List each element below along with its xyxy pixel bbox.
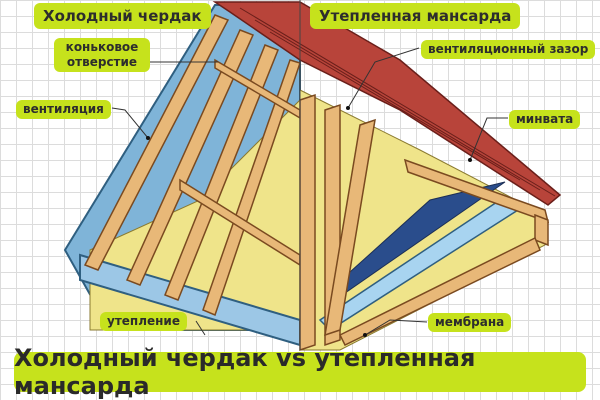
pointer-lines <box>111 47 508 336</box>
label-insulation: утепление <box>100 312 187 331</box>
title-cold-attic: Холодный чердак <box>34 3 211 29</box>
label-membrane: мембрана <box>428 313 512 332</box>
roof-tile-lines <box>239 7 556 197</box>
label-mineral-wool: минвата <box>509 110 581 129</box>
title-insulated-attic: Утепленная мансарда <box>310 3 521 29</box>
attic-rafters <box>299 93 550 352</box>
pointer-dots <box>146 106 472 337</box>
label-vent-gap: вентиляционный зазор <box>421 40 596 59</box>
label-ridge-line1: коньковое <box>65 40 139 54</box>
label-ventilation: вентиляция <box>16 100 111 119</box>
comparison-banner: Холодный чердак vs утепленная мансарда <box>14 344 586 400</box>
label-ridge-line2: отверстие <box>66 55 138 69</box>
cold-attic-rafters <box>83 14 301 317</box>
label-ridge-opening: коньковое отверстие <box>54 38 150 72</box>
